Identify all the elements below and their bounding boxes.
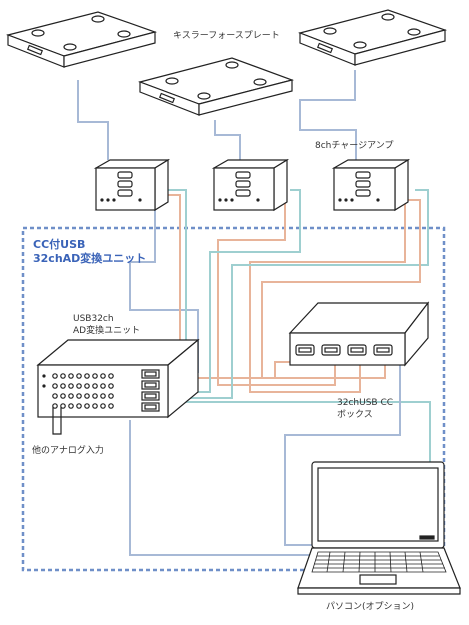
force-plate-2: [138, 57, 295, 116]
usb32ch-ad-unit: [36, 338, 200, 419]
cc-box-label-line2: ボックス: [337, 410, 373, 420]
cable-amp3-teal: [173, 189, 429, 399]
unit-title-line2: 32chAD変換ユニット: [33, 252, 147, 265]
analog-input-label: 他のアナログ入力: [32, 446, 104, 456]
usb-cc-box: [288, 301, 430, 367]
charge-amp-1: [93, 158, 171, 212]
cable-ccbox-pc-blue: [284, 348, 401, 546]
laptop-keyboard: [311, 551, 447, 573]
charge-amp-3: [331, 158, 411, 212]
charge-amp-2: [211, 158, 290, 212]
usb-unit-label-line2: AD変換ユニット: [73, 326, 141, 336]
cable-plate1-amp1: [77, 80, 109, 160]
usb-unit-label-line1: USB32ch: [73, 314, 114, 324]
cable-plate2-amp2: [214, 120, 241, 160]
cable-unit-pc-blue: [129, 420, 355, 556]
force-plate-3: [298, 9, 448, 66]
ad-unit-connectors: [141, 369, 160, 412]
laptop-touchpad: [359, 574, 397, 585]
laptop-pc: [297, 461, 461, 595]
cable-plate3-amp3: [299, 70, 357, 160]
ad-unit-input-jacks: [52, 373, 114, 409]
unit-title-line1: CC付USB: [33, 238, 86, 251]
unit-group-border: [21, 226, 446, 572]
pc-label: パソコン(オプション): [326, 602, 415, 612]
force-plate-1: [6, 11, 158, 68]
cable-amp2-teal: [173, 189, 301, 393]
analog-input-bracket: [52, 407, 62, 435]
force-plate-label: キスラーフォースプレート: [173, 31, 280, 41]
charge-amp-label: 8chチャージアンプ: [315, 141, 394, 151]
cable-amp3-orange: [249, 195, 406, 393]
cc-box-label-line1: 32chUSB CC: [337, 398, 394, 408]
cable-amp3-orange-2: [261, 199, 421, 379]
